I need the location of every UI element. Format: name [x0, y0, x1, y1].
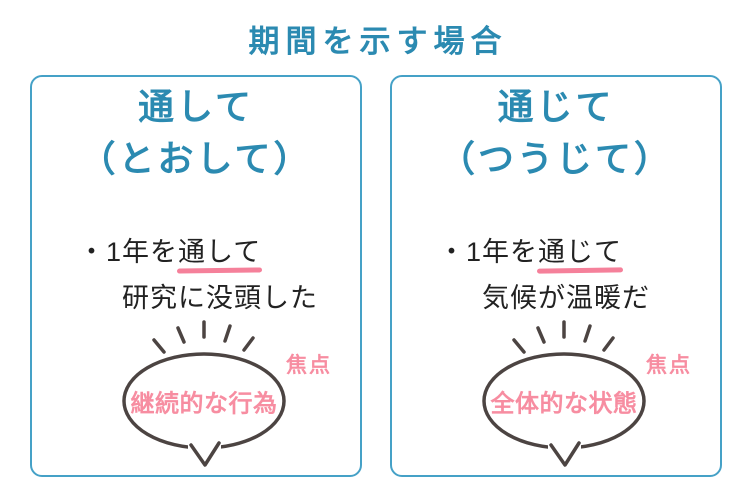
headword: 通じて [497, 86, 615, 127]
highlighted-word: 通じて [538, 237, 623, 267]
speech-bubble-tail [189, 441, 221, 467]
word-card-tooshite: 通して （とおして） ・1年を通して 研究に没頭した 継続的な行為 焦点 [30, 75, 362, 477]
example-line1: ・1年を通じて [438, 229, 650, 275]
example-sentence: ・1年を通じて 気候が温暖だ [438, 229, 650, 321]
speech-bubble-tail [549, 441, 581, 467]
bubble-focus-text: 全体的な状態 [490, 390, 638, 418]
example-sentence: ・1年を通して 研究に没頭した [78, 229, 318, 321]
word-card-tsuujite: 通じて （つうじて） ・1年を通じて 気候が温暖だ 全体的な状態 焦点 [390, 75, 722, 477]
example-line1: ・1年を通して [78, 229, 318, 275]
focus-label: 焦点 [646, 354, 692, 377]
example-line1-plain: ・1年を [438, 237, 539, 267]
reading: （とおして） [79, 138, 313, 179]
example-line2: 研究に没頭した [122, 283, 318, 313]
emphasis-lines-icon [512, 320, 615, 354]
emphasis-lines-icon [152, 320, 255, 354]
page-title: 期間を示す場合 [248, 24, 508, 59]
example-line2: 気候が温暖だ [482, 283, 650, 313]
highlighted-word: 通して [178, 237, 262, 267]
reading: （つうじて） [438, 138, 673, 179]
bubble-focus-text: 継続的な行為 [130, 390, 278, 418]
example-line1-plain: ・1年を [78, 237, 179, 267]
speech-bubble-icon [122, 320, 286, 467]
headword: 通して [138, 86, 254, 127]
focus-label: 焦点 [286, 354, 332, 377]
speech-bubble-icon [482, 320, 646, 467]
